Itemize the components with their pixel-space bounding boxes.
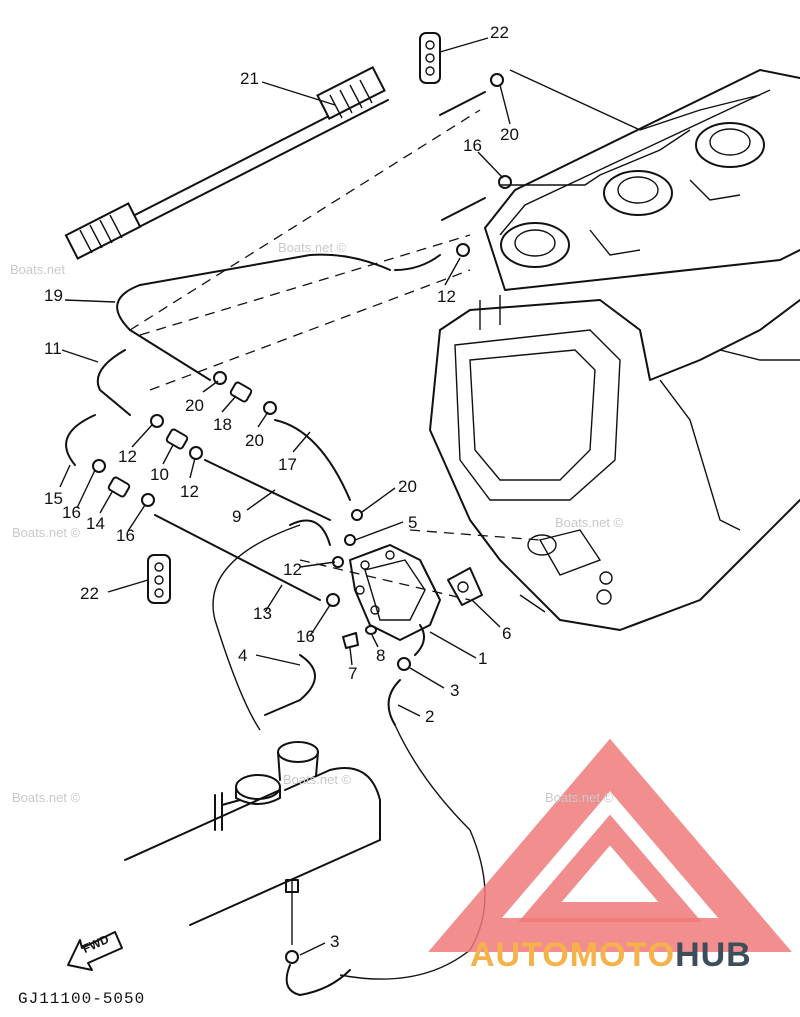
watermark: Boats.net © xyxy=(12,790,81,805)
callout-8: 8 xyxy=(376,646,386,665)
callout-15: 15 xyxy=(44,489,63,508)
watermark: Boats.net © xyxy=(278,240,347,255)
callout-2: 2 xyxy=(425,707,435,726)
part-19-hose-upper xyxy=(139,253,391,286)
callout-10: 10 xyxy=(150,465,169,484)
callout-1: 1 xyxy=(478,649,488,668)
callout-22-bottom: 22 xyxy=(80,584,99,603)
leader-lines xyxy=(59,37,511,956)
watermark: Boats.net © xyxy=(12,525,81,540)
callout-14: 14 xyxy=(86,514,105,533)
brand-text-automoto: AUTOMOTO xyxy=(470,936,676,974)
callout-12-right: 12 xyxy=(283,560,302,579)
callout-6: 6 xyxy=(502,624,512,643)
hose-upper-1 xyxy=(439,91,486,116)
callout-22-top: 22 xyxy=(490,23,509,42)
part-8-washer xyxy=(365,625,377,635)
part-7-bolt xyxy=(342,632,359,649)
watermark: Boats.net xyxy=(10,262,65,277)
part-6-gasket xyxy=(447,567,483,606)
part-9-hose xyxy=(204,459,331,521)
callout-16-top: 16 xyxy=(463,136,482,155)
hose-bend-5 xyxy=(289,519,331,546)
callout-12-mid-left: 12 xyxy=(118,447,137,466)
fuel-tank xyxy=(124,741,381,996)
cylinder-head xyxy=(484,69,800,291)
part-1-fuel-pump xyxy=(349,544,441,656)
watermark: Boats.net © xyxy=(555,515,624,530)
brand-logo-mark xyxy=(428,738,792,952)
callout-4: 4 xyxy=(238,646,248,665)
callout-9: 9 xyxy=(232,507,242,526)
fuel-filters xyxy=(107,381,253,498)
callout-18: 18 xyxy=(213,415,232,434)
callout-20-right: 20 xyxy=(398,477,417,496)
callout-11: 11 xyxy=(44,339,62,358)
callout-20-mid-right: 20 xyxy=(245,431,264,450)
part-11-hose xyxy=(96,349,131,416)
callout-13: 13 xyxy=(253,604,272,623)
callout-7: 7 xyxy=(348,664,358,683)
part-19-hose xyxy=(116,284,211,381)
hose-long-left xyxy=(212,524,301,731)
watermark: Boats.net © xyxy=(545,790,614,805)
hose-upper-3 xyxy=(394,254,441,271)
hose-upper-2 xyxy=(441,197,486,221)
callout-16-mid: 16 xyxy=(116,526,135,545)
engine-block xyxy=(429,295,800,631)
part-2-hose xyxy=(387,679,401,726)
callout-20-top: 20 xyxy=(500,125,519,144)
part-21-hose xyxy=(64,65,389,260)
fwd-arrow xyxy=(67,931,123,971)
part-15-hose xyxy=(65,414,96,466)
callout-21: 21 xyxy=(240,69,259,88)
callout-12-top: 12 xyxy=(437,287,456,306)
callout-20-mid-left: 20 xyxy=(185,396,204,415)
callout-3-upper: 3 xyxy=(450,681,460,700)
callout-3-lower: 3 xyxy=(330,932,340,951)
part-4-hose xyxy=(264,654,316,716)
hose-clips xyxy=(92,73,512,964)
callout-5: 5 xyxy=(408,513,418,532)
part-17-hose xyxy=(274,419,351,501)
reference-lines xyxy=(129,109,541,601)
watermark: Boats.net © xyxy=(283,772,352,787)
part-number: GJ11100-5050 xyxy=(18,990,146,1008)
callout-12-mid-right: 12 xyxy=(180,482,199,501)
hose-holders xyxy=(147,32,441,604)
brand-wordmark: AUTOMOTOHUB xyxy=(470,936,752,975)
brand-text-hub: HUB xyxy=(675,936,752,974)
callout-17: 17 xyxy=(278,455,297,474)
callout-16-left: 16 xyxy=(62,503,81,522)
callout-16-bottom: 16 xyxy=(296,627,315,646)
callout-19: 19 xyxy=(44,286,63,305)
